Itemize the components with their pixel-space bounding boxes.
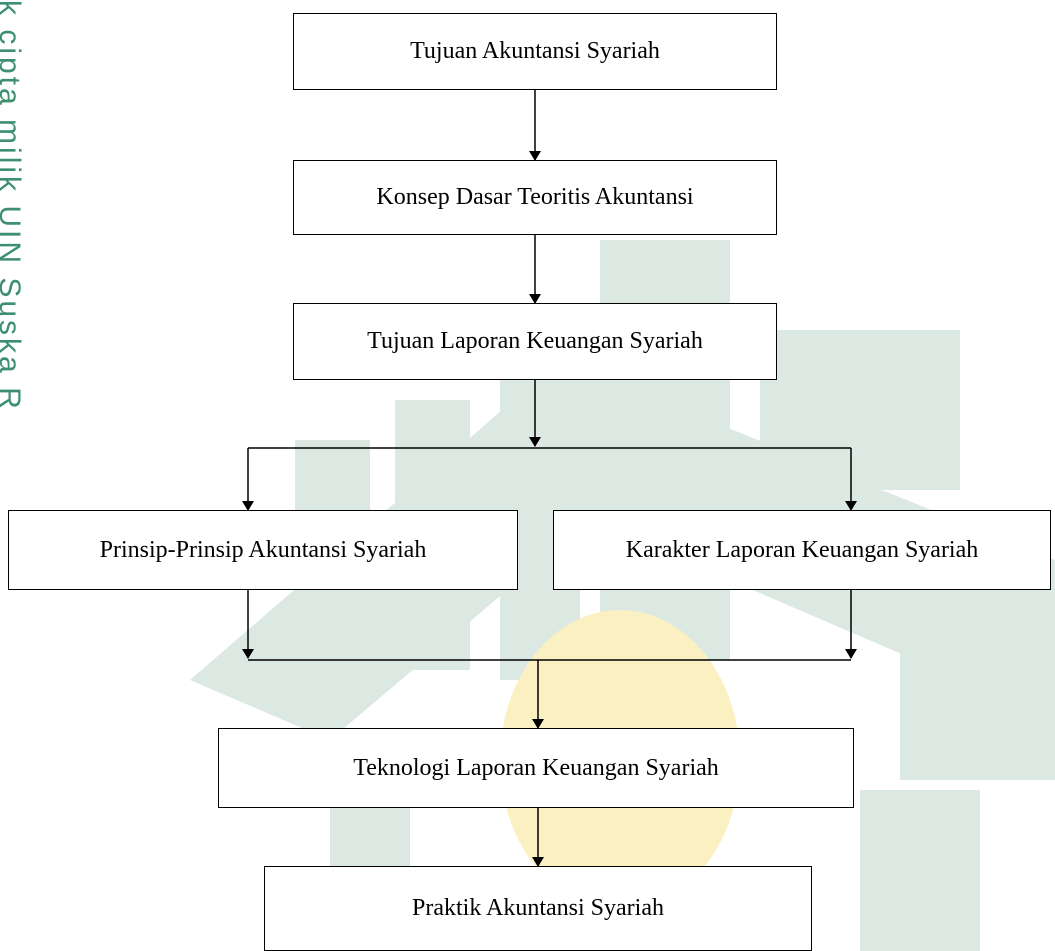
node-label: Praktik Akuntansi Syariah: [412, 895, 664, 921]
node-label: Teknologi Laporan Keuangan Syariah: [353, 754, 719, 781]
watermark-shape-right-block: [760, 330, 960, 490]
node-label: Tujuan Laporan Keuangan Syariah: [367, 328, 703, 354]
watermark-shape-bottom-right: [860, 790, 980, 951]
side-watermark-text: k cipta milik UIN Suska R: [0, 0, 36, 520]
node-tujuan-akuntansi-syariah: Tujuan Akuntansi Syariah: [293, 13, 777, 90]
side-watermark-label: k cipta milik UIN Suska R: [0, 0, 26, 412]
node-prinsip-prinsip-akuntansi-syariah: Prinsip-Prinsip Akuntansi Syariah: [8, 510, 518, 590]
node-label: Karakter Laporan Keuangan Syariah: [625, 536, 979, 563]
node-label: Tujuan Akuntansi Syariah: [410, 38, 660, 64]
node-konsep-dasar-teoritis-akuntansi: Konsep Dasar Teoritis Akuntansi: [293, 160, 777, 235]
node-praktik-akuntansi-syariah: Praktik Akuntansi Syariah: [264, 866, 812, 951]
node-teknologi-laporan-keuangan-syariah: Teknologi Laporan Keuangan Syariah: [218, 728, 854, 808]
node-label: Konsep Dasar Teoritis Akuntansi: [376, 184, 694, 210]
node-karakter-laporan-keuangan-syariah: Karakter Laporan Keuangan Syariah: [553, 510, 1051, 590]
watermark-shape-right-low: [900, 600, 1055, 780]
node-tujuan-laporan-keuangan-syariah: Tujuan Laporan Keuangan Syariah: [293, 303, 777, 380]
node-label: Prinsip-Prinsip Akuntansi Syariah: [99, 536, 427, 563]
